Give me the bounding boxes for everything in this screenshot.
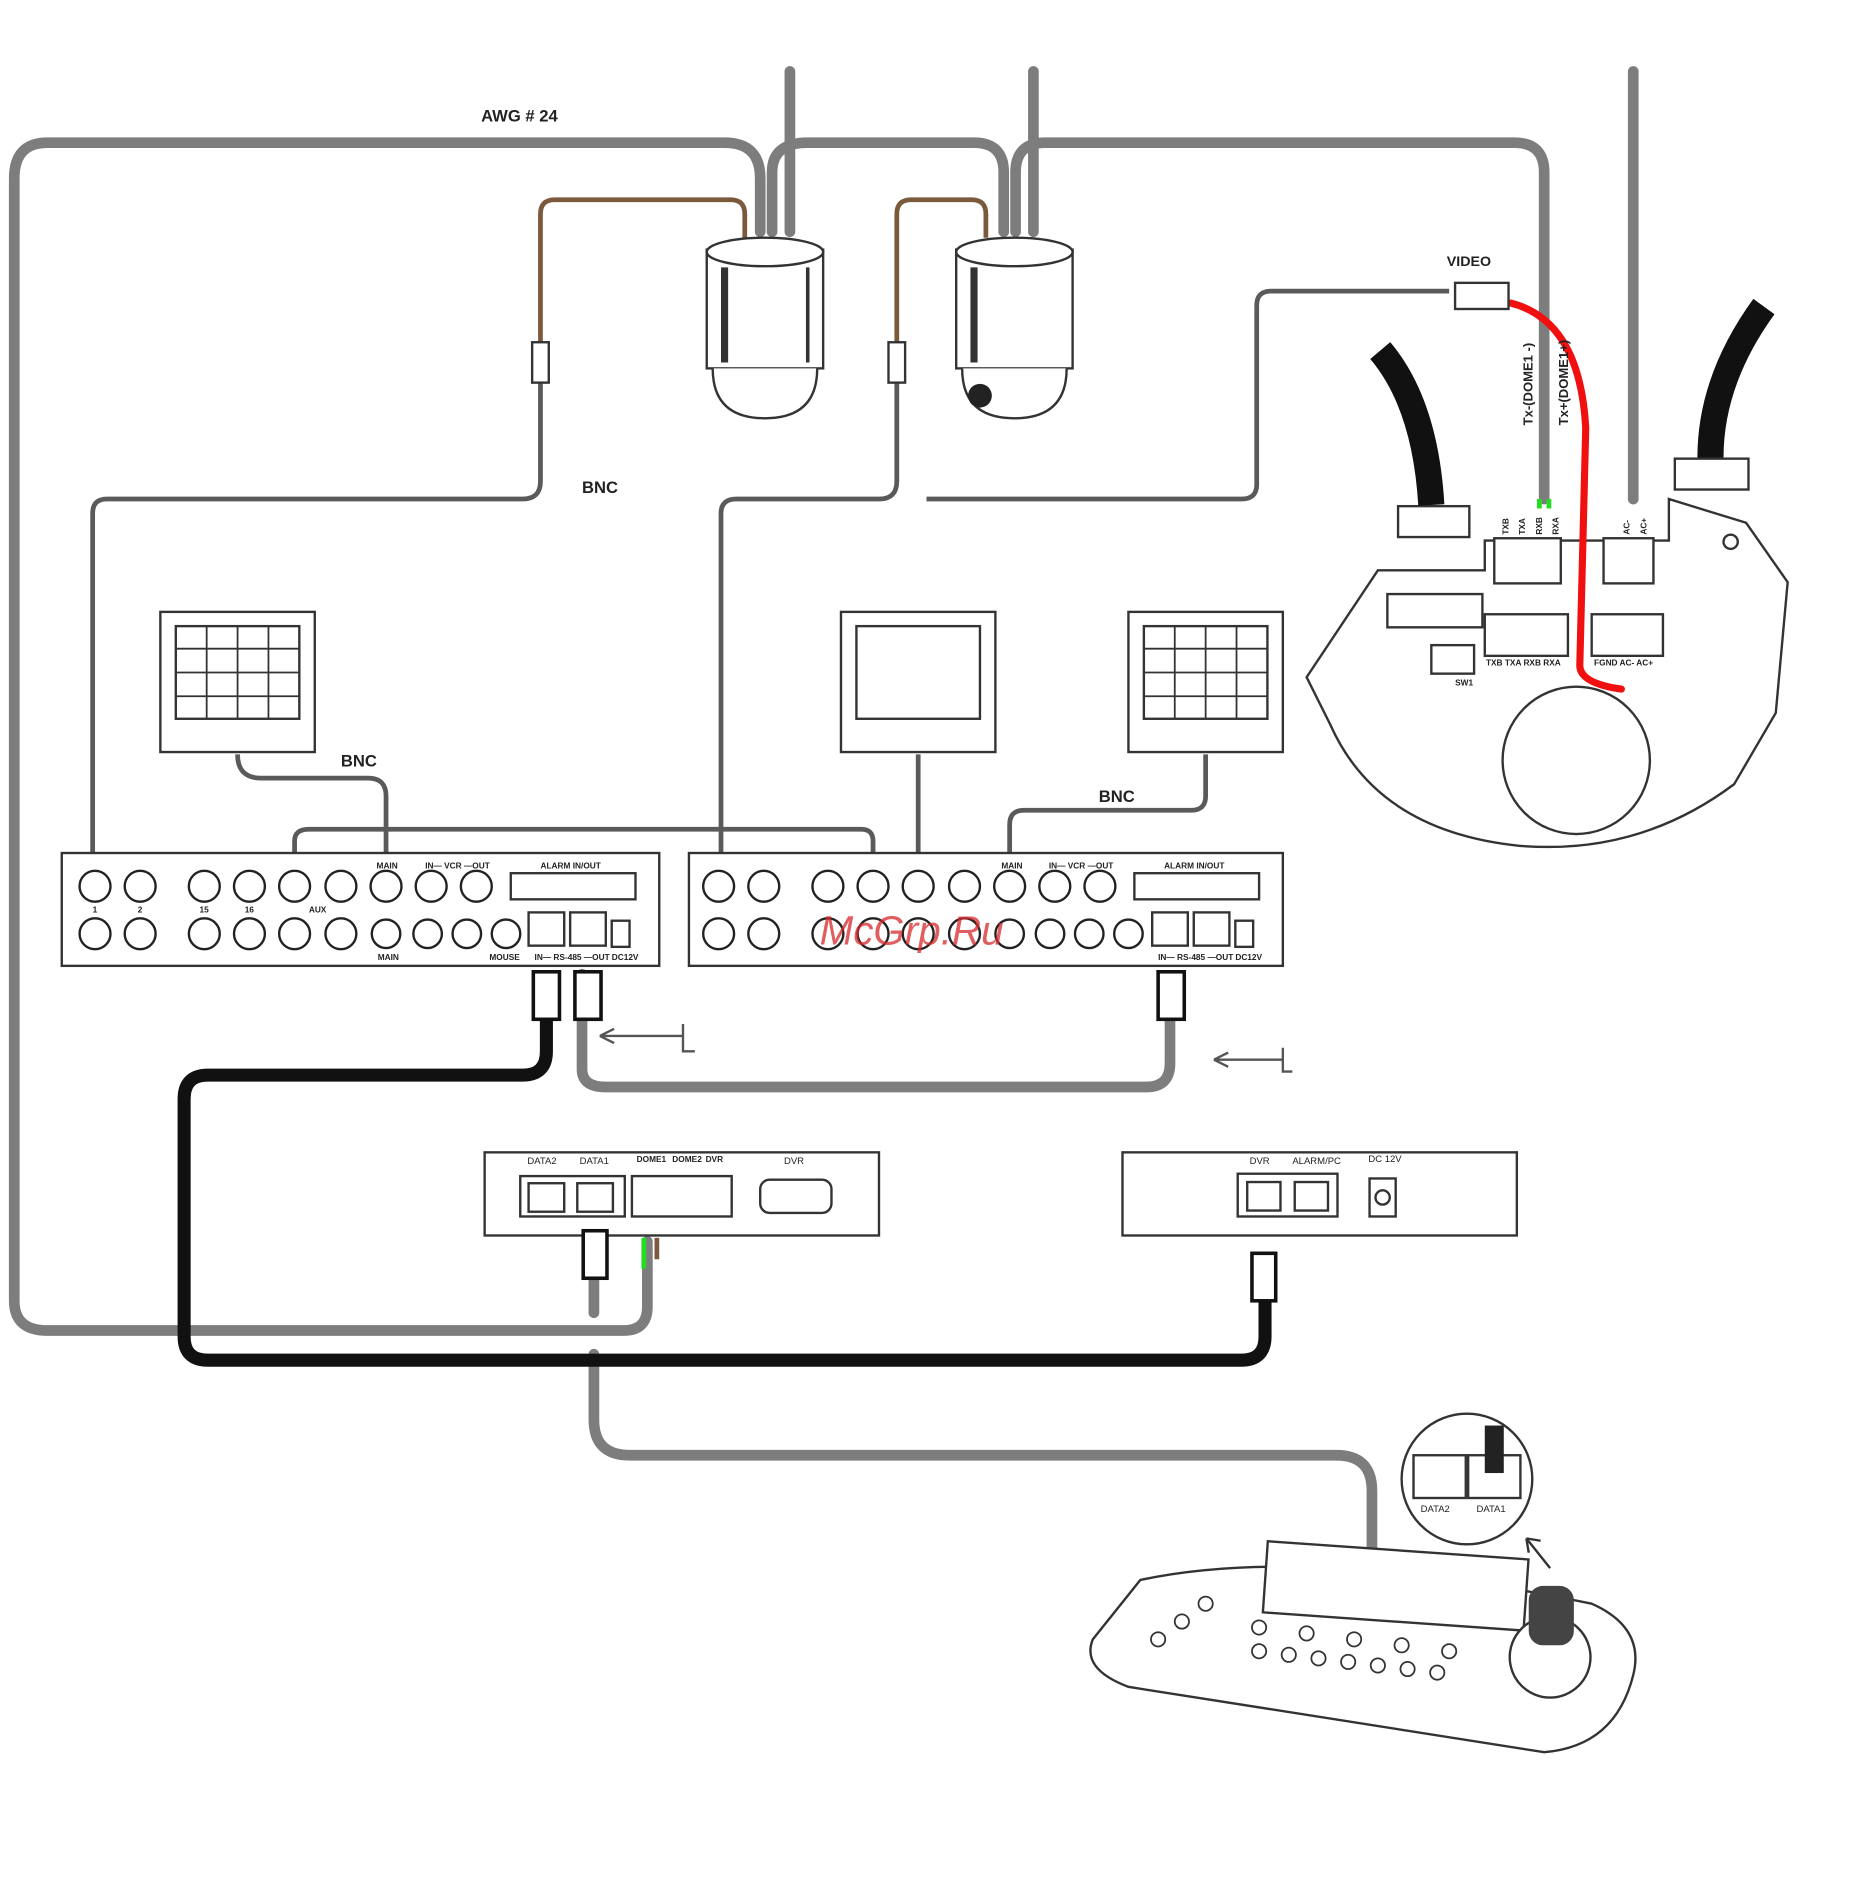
terminal-label: RXB xyxy=(1534,517,1544,535)
terminal-label: TXA xyxy=(1517,518,1527,535)
port-label: IN— RS-485 —OUT xyxy=(535,952,610,962)
receiver-port-label: ALARM/PC xyxy=(1292,1156,1341,1167)
tx-plus-label: Tx+(DOME1+) xyxy=(1556,340,1571,426)
input-label: 2 xyxy=(138,904,143,914)
port-label: MOUSE xyxy=(489,952,520,962)
terminal-label: AC- xyxy=(1622,520,1632,535)
rj45-plug xyxy=(1156,970,1187,1022)
hub-terminal-label: DVR xyxy=(706,1154,724,1164)
video-label: VIDEO xyxy=(1447,254,1491,270)
board-label: TXB TXA RXB RXA xyxy=(1486,657,1561,667)
bnc-label: BNC xyxy=(582,478,618,497)
dome-camera-2 xyxy=(955,236,1074,420)
aux-label: AUX xyxy=(309,904,327,914)
keyboard-port-inset: DATA2 DATA1 xyxy=(1400,1412,1552,1569)
receiver-port-label: DVR xyxy=(1250,1156,1270,1167)
terminal-label: TXB xyxy=(1501,518,1511,535)
port-label: DC12V xyxy=(612,952,639,962)
vcr-label: IN— VCR —OUT xyxy=(1049,860,1114,870)
wire-ends xyxy=(1537,499,1552,509)
arrow-icon xyxy=(1213,1047,1293,1073)
dome-camera-1 xyxy=(705,236,825,420)
main-label: MAIN xyxy=(1001,860,1022,870)
data-hub: DATA2 DATA1 DOME1 DOME2 DVR DVR xyxy=(483,1151,881,1237)
rj45-plug xyxy=(531,970,562,1022)
dvr-rear-panel-2: MAIN IN— VCR —OUT ALARM IN/OUT IN— RS-48… xyxy=(687,851,1285,968)
keyboard-port-label: DATA2 xyxy=(1421,1504,1450,1515)
main-label: MAIN xyxy=(377,860,398,870)
rj45-plug xyxy=(573,970,603,1022)
board-label: FGND AC- AC+ xyxy=(1594,657,1653,667)
monitor-quad-right xyxy=(1127,610,1285,754)
bnc-connector xyxy=(530,341,550,384)
bnc-video-cables xyxy=(90,197,1450,874)
watermark: McGrp.Ru xyxy=(820,907,1004,953)
terminal-label: AC+ xyxy=(1638,518,1648,535)
data-cable xyxy=(177,1015,1272,1367)
awg-label: AWG # 24 xyxy=(481,106,558,125)
receiver-power-label: DC 12V xyxy=(1368,1154,1402,1165)
rj45-plug xyxy=(1250,1251,1278,1303)
port-label: DC12V xyxy=(1235,952,1262,962)
vcr-label: IN— VCR —OUT xyxy=(425,860,490,870)
awg24-cables xyxy=(8,66,1639,1562)
arrow-icon xyxy=(599,1024,695,1053)
hub-port-label: DATA2 xyxy=(527,1156,556,1167)
dvr-rear-panel-1: 1 2 15 16 AUX MAIN IN— VCR —OUT ALARM IN… xyxy=(60,851,661,968)
input-label: 1 xyxy=(93,904,98,914)
alarm-label: ALARM IN/OUT xyxy=(540,860,600,870)
hub-serial-label: DVR xyxy=(784,1156,804,1167)
switch-label: SW1 xyxy=(1455,678,1473,688)
port-label: IN— RS-485 —OUT xyxy=(1158,952,1233,962)
bnc-label: BNC xyxy=(1099,787,1135,806)
alarm-label: ALARM IN/OUT xyxy=(1164,860,1224,870)
dome-mounting-board: TXB TXA RXB RXA AC- AC+ TXB TXA RXB RXA … xyxy=(1305,298,1789,849)
terminal-label: RXA xyxy=(1550,517,1560,535)
rj45-plug xyxy=(581,1228,609,1281)
red-video-cable xyxy=(1507,299,1625,693)
tx-minus-label: Tx-(DOME1 -) xyxy=(1520,343,1535,426)
port-label: MAIN xyxy=(378,952,399,962)
input-label: 16 xyxy=(245,904,255,914)
bnc-label: BNC xyxy=(341,751,377,770)
ptz-keyboard xyxy=(1089,1539,1637,1754)
bnc-connector xyxy=(887,341,907,384)
monitor-quad-left xyxy=(159,610,316,754)
hub-terminal-label: DOME2 xyxy=(672,1154,702,1164)
video-connector xyxy=(1453,281,1510,311)
keyboard-port-label: DATA1 xyxy=(1476,1504,1505,1515)
input-label: 15 xyxy=(200,904,210,914)
hub-port-label: DATA1 xyxy=(580,1156,609,1167)
hub-terminal-label: DOME1 xyxy=(637,1154,667,1164)
monitor-main xyxy=(839,610,997,754)
receiver-unit: DVR ALARM/PC DC 12V xyxy=(1121,1151,1519,1237)
